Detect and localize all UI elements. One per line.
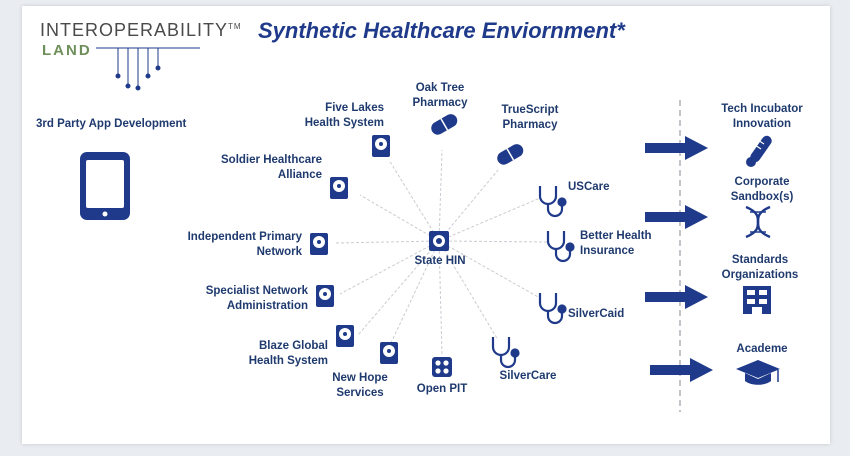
hard-drive-icon <box>380 342 398 364</box>
tablet-icon <box>80 152 130 220</box>
logo-subword: LAND <box>42 42 92 59</box>
node-line1: Oak Tree <box>415 82 465 94</box>
thermometer-icon <box>746 135 772 167</box>
logo-wordmark: INTEROPERABILITYTM <box>40 20 242 41</box>
logo-circuit-icon <box>96 47 200 91</box>
node-line1: SilverCaid <box>568 308 625 320</box>
logo-tm: TM <box>228 22 242 31</box>
arrow-icon <box>645 136 713 382</box>
hub-spokes <box>334 149 549 356</box>
node-uscare: USCare <box>568 180 638 195</box>
node-line1: Five Lakes <box>325 102 384 114</box>
node-blaze: Blaze Global Health System <box>230 339 328 369</box>
page-title: Synthetic Healthcare Enviornment* <box>258 18 625 43</box>
hard-drive-icon <box>316 285 334 307</box>
node-line1: Open PIT <box>416 383 468 395</box>
right-line1: Standards <box>731 254 789 266</box>
hard-drive-icon <box>372 135 390 157</box>
hard-drive-icon <box>336 325 354 347</box>
node-line1: New Hope <box>332 372 388 384</box>
right-academe: Academe <box>712 342 812 357</box>
pill-icon <box>431 114 458 135</box>
stethoscope-icon <box>538 293 567 325</box>
stethoscope-icon <box>538 186 567 218</box>
graduation-cap-icon <box>736 360 780 385</box>
app-development-label: 3rd Party App Development <box>36 118 187 130</box>
stethoscope-icon <box>491 337 520 369</box>
node-new-hope: New Hope Services <box>325 371 395 401</box>
node-independent: Independent Primary Network <box>170 230 302 260</box>
node-line1: SilverCare <box>499 370 557 382</box>
node-line2: Administration <box>226 300 308 312</box>
node-line2: Pharmacy <box>412 97 468 109</box>
stethoscope-icon <box>546 231 575 263</box>
right-line1: Corporate <box>734 176 790 188</box>
node-line1: Better Health <box>580 230 652 242</box>
right-line2: Innovation <box>732 118 792 130</box>
grid-icon <box>432 357 452 377</box>
node-open-pit: Open PIT <box>406 382 478 397</box>
hard-drive-icon <box>310 233 328 255</box>
node-line2: Services <box>336 387 384 399</box>
hard-drive-icon <box>330 177 348 199</box>
node-line2: Pharmacy <box>502 119 558 131</box>
right-line1: Academe <box>736 343 788 355</box>
node-line1: Soldier Healthcare <box>221 154 322 166</box>
building-icon <box>743 286 771 314</box>
node-silvercare: SilverCare <box>492 369 564 384</box>
node-line1: Specialist Network <box>205 285 308 297</box>
node-better-health: Better Health Insurance <box>580 229 670 259</box>
node-line2: Health System <box>248 355 328 367</box>
node-five-lakes: Five Lakes Health System <box>270 101 384 131</box>
node-line1: TrueScript <box>501 104 559 116</box>
node-line1: Blaze Global <box>258 340 328 352</box>
pill-icon <box>497 144 524 165</box>
node-line2: Network <box>256 246 302 258</box>
node-specialist: Specialist Network Administration <box>186 284 308 314</box>
node-truescript: TrueScript Pharmacy <box>490 103 570 133</box>
right-tech-incubator: Tech Incubator Innovation <box>712 102 812 132</box>
right-line1: Tech Incubator <box>721 103 803 115</box>
right-line2: Sandbox(s) <box>730 191 794 203</box>
node-line2: Alliance <box>277 169 322 181</box>
node-oak-tree: Oak Tree Pharmacy <box>400 81 480 111</box>
logo-line1: INTEROPERABILITY <box>40 20 229 40</box>
hub-icon <box>429 231 449 251</box>
right-corporate: Corporate Sandbox(s) <box>712 175 812 205</box>
node-line2: Health System <box>304 117 384 129</box>
node-line1: USCare <box>568 181 610 193</box>
node-line2: Insurance <box>580 245 635 257</box>
hub-label: State HIN <box>414 255 466 267</box>
node-soldier: Soldier Healthcare Alliance <box>200 153 322 183</box>
node-silvercaid: SilverCaid <box>568 307 648 322</box>
dna-icon <box>745 205 771 239</box>
right-standards: Standards Organizations <box>705 253 815 283</box>
right-line2: Organizations <box>721 269 799 281</box>
node-line1: Independent Primary <box>187 231 302 243</box>
